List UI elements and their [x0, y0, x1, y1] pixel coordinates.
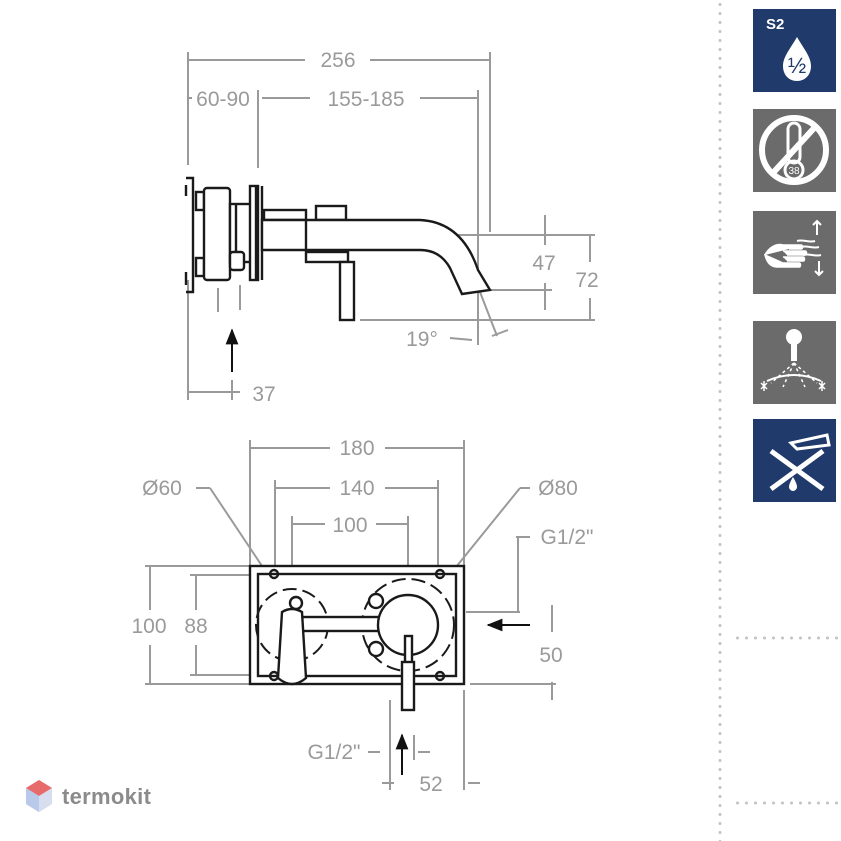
- dim-bottom-offset: 52: [419, 773, 442, 796]
- dim-right-offset: 50: [539, 644, 562, 667]
- dim-wall-depth: 60-90: [196, 88, 250, 111]
- dim-overall: 256: [320, 49, 355, 72]
- dim-plate-width: 180: [339, 437, 374, 460]
- fraction-label: ½: [788, 53, 806, 78]
- dia-left: Ø60: [142, 477, 182, 500]
- horizontal-divider: [733, 801, 838, 805]
- temp-label: 38: [788, 166, 800, 177]
- horizontal-divider: [733, 636, 838, 640]
- dim-spout-total-height: 72: [575, 269, 598, 292]
- side-view: 256 60-90 155-185 47 72 19° 37: [184, 49, 599, 406]
- water-saving-s2-icon: ½ S2: [753, 9, 836, 92]
- hand-water-flow-icon: [753, 211, 836, 294]
- dim-centers: 100: [332, 514, 367, 537]
- dim-inlet-offset: 37: [252, 383, 275, 406]
- brand-name: termokit: [62, 784, 152, 809]
- dim-spout-height: 47: [532, 252, 555, 275]
- dim-mid: 140: [339, 477, 374, 500]
- spray-hot-cold-icon: [753, 321, 836, 404]
- s2-badge: S2: [766, 16, 785, 33]
- front-view: 180 140 100 Ø60 Ø80 G1/2" 100 88 50 G1/2…: [131, 437, 593, 796]
- termokit-logo-icon: [26, 780, 52, 812]
- no-bidet-spout-icon: [753, 419, 836, 502]
- dim-height: 100: [131, 615, 166, 638]
- dim-spout: 155-185: [327, 88, 404, 111]
- thread-right: G1/2": [541, 526, 594, 549]
- no-thermostat-38-icon: 38: [753, 109, 836, 192]
- dim-inner-height: 88: [184, 615, 207, 638]
- thread-bottom: G1/2": [308, 741, 361, 764]
- dia-right: Ø80: [538, 477, 578, 500]
- vertical-divider: [718, 0, 722, 841]
- brand-logo: termokit: [24, 778, 151, 816]
- dim-angle: 19°: [406, 328, 438, 351]
